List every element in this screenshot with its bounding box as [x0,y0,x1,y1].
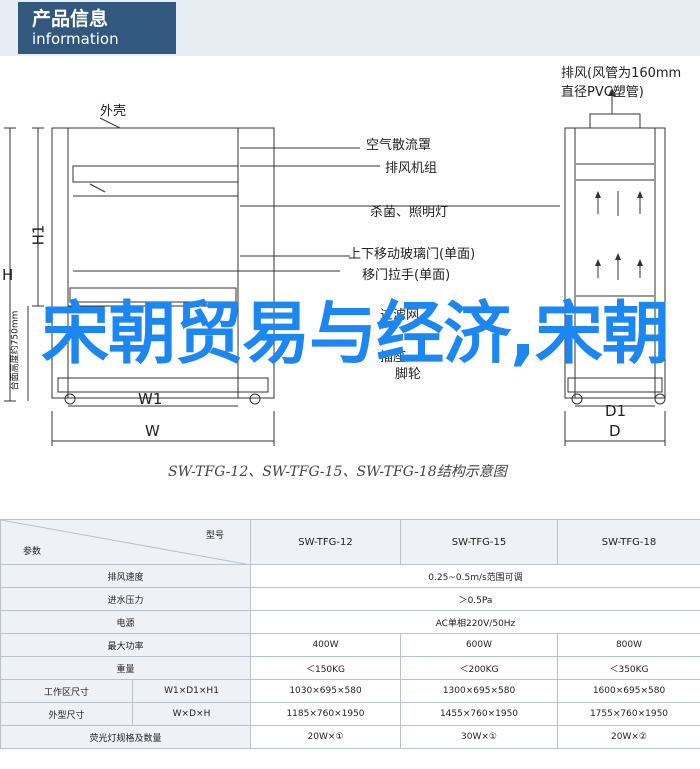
drawing-caption: SW-TFG-12、SW-TFG-15、SW-TFG-18结构示意图 [168,464,507,480]
overlay-title: 宋朝贸易与经济,宋朝 [41,295,670,374]
dim-W1: W1 [138,390,163,408]
filter-label: 过滤网 [380,308,420,323]
table-row: 荧光灯规格及数量 20W×① 30W×① 20W×② [0,725,700,749]
table-header-row: 型号 参数 SW-TFG-12 SW-TFG-15 SW-TFG-18 [0,519,700,565]
row-value: 1755×760×1950 [557,702,700,726]
table-row: 电源 AC单相220V/50Hz [0,610,700,634]
row-value: 400W [250,633,401,657]
corner-diagonal [1,520,251,565]
dim-H: H [2,266,14,284]
row-value: ＜150KG [250,656,401,680]
row-value: 30W×① [400,725,558,749]
row-label: 排风速度 [0,564,251,588]
row-value: 1030×695×580 [250,679,401,703]
row-value: 600W [400,633,558,657]
spec-table: 型号 参数 SW-TFG-12 SW-TFG-15 SW-TFG-18 排风速度… [0,519,700,749]
dim-W: W [145,422,160,440]
socket-label: 插座 [380,350,407,365]
row-value: 1300×695×580 [400,679,558,703]
door-handle-label: 移门拉手(单面) [362,268,451,283]
header-title-cn: 产品信息 [32,8,109,30]
row-value: 20W×② [557,725,700,749]
outer-shell-label: 外壳 [100,104,127,119]
table-row: 工作区尺寸 W1×D1×H1 1030×695×580 1300×695×580… [0,679,700,703]
header-tab: 产品信息 information [18,2,176,54]
row-value: 1185×760×1950 [250,702,401,726]
row-label: 重量 [0,656,251,680]
row-value: AC单相220V/50Hz [250,610,700,634]
row-sublabel: W×D×H [132,702,251,726]
dim-D1: D1 [605,402,627,420]
row-label: 荧光灯规格及数量 [0,725,251,749]
table-height-note: 台面高度约750mm [10,310,21,391]
corner-cell: 型号 参数 [0,519,251,565]
row-label: 工作区尺寸 [0,679,133,703]
model-header: SW-TFG-12 [250,519,401,565]
table-row: 外型尺寸 W×D×H 1185×760×1950 1455×760×1950 1… [0,702,700,726]
table-row: 重量 ＜150KG ＜200KG ＜350KG [0,656,700,680]
row-value: ＜350KG [557,656,700,680]
drawing-lines [4,88,666,446]
row-sublabel: W1×D1×H1 [132,679,251,703]
dim-D: D [609,422,621,440]
exhaust-pipe-label-2: 直径PVC塑管) [561,85,644,100]
exhaust-pipe-label-1: 排风(风管为160mm [561,66,682,81]
dim-H1: H1 [29,224,48,246]
air-diffuser-label: 空气散流罩 [366,138,432,153]
row-value: 800W [557,633,700,657]
structure-drawing: 排风(风管为160mm 直径PVC塑管) 外壳 空气散流罩 排风机组 杀菌、照明… [0,56,700,516]
row-value: 1455×760×1950 [400,702,558,726]
row-label: 电源 [0,610,251,634]
sliding-glass-label: 上下移动玻璃门(单面) [348,247,476,262]
model-header: SW-TFG-18 [557,519,700,565]
row-value: 0.25~0.5m/s范围可调 [250,564,700,588]
corner-param-label: 参数 [23,547,42,557]
table-row: 排风速度 0.25~0.5m/s范围可调 [0,564,700,588]
uv-light-label: 杀菌、照明灯 [370,205,449,220]
row-label: 最大功率 [0,633,251,657]
header-title-en: information [32,30,119,48]
corner-model-label: 型号 [205,531,224,541]
caster-label: 脚轮 [395,367,422,382]
row-label: 外型尺寸 [0,702,133,726]
row-value: ＜200KG [400,656,558,680]
table-row: 最大功率 400W 600W 800W [0,633,700,657]
row-label: 进水压力 [0,587,251,611]
row-value: 1600×695×580 [557,679,700,703]
model-header: SW-TFG-15 [400,519,558,565]
row-value: 20W×① [250,725,401,749]
table-row: 进水压力 ＞0.5Pa [0,587,700,611]
exhaust-fan-label: 排风机组 [385,161,438,176]
row-value: ＞0.5Pa [250,587,700,611]
